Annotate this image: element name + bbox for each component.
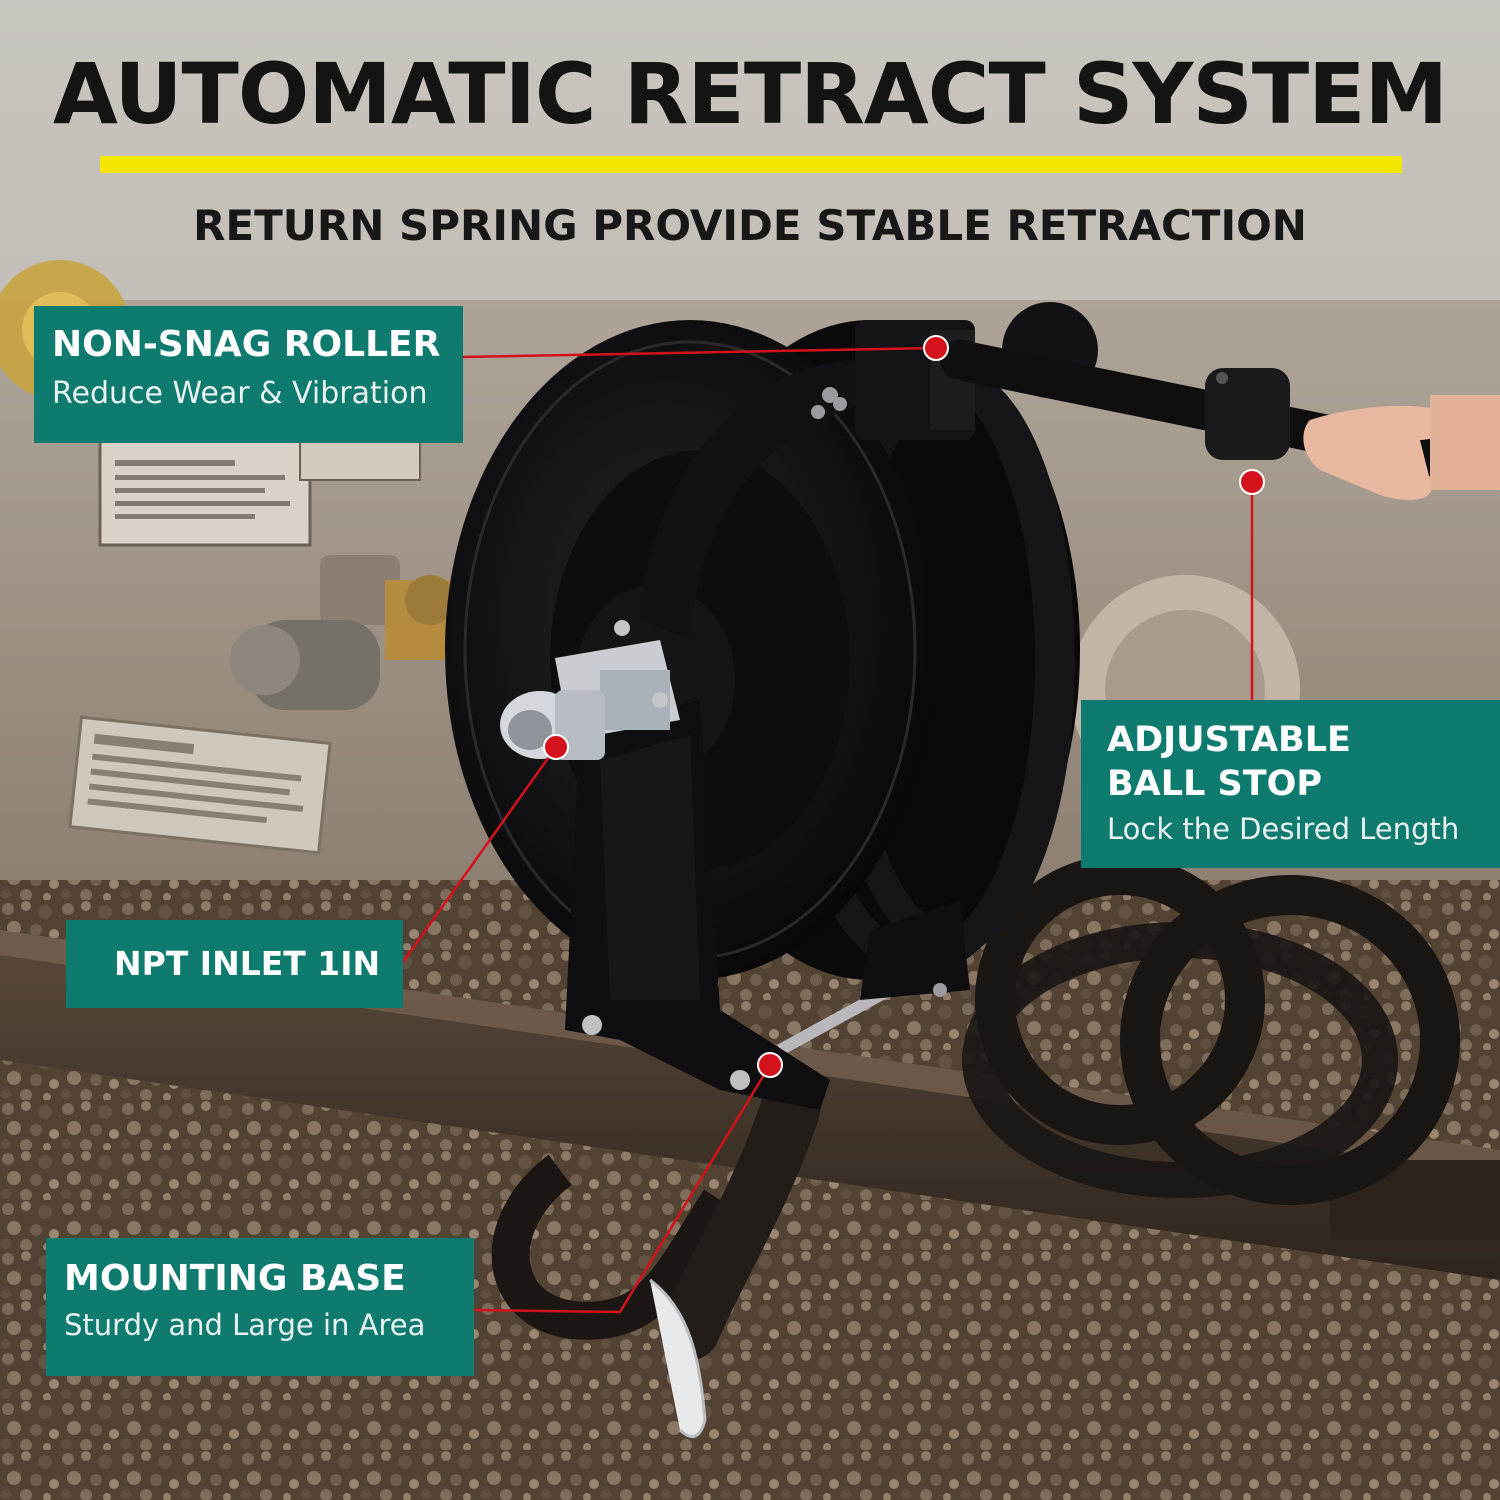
callout-description: Reduce Wear & Vibration [52, 376, 428, 412]
callout-mounting-base: MOUNTING BASE Sturdy and Large in Area [46, 1238, 474, 1376]
callout-heading-line2: BALL STOP [1107, 764, 1323, 805]
page-subtitle: RETURN SPRING PROVIDE STABLE RETRACTION [193, 201, 1307, 250]
page-title: AUTOMATIC RETRACT SYSTEM [52, 45, 1448, 143]
callout-description: Sturdy and Large in Area [64, 1308, 426, 1343]
callout-npt-inlet: NPT INLET 1IN [66, 920, 403, 1008]
callout-heading: MOUNTING BASE [64, 1258, 406, 1299]
callout-heading: NPT INLET 1IN [114, 944, 381, 983]
callout-non-snag-roller: NON-SNAG ROLLER Reduce Wear & Vibration [34, 306, 463, 443]
callout-description: Lock the Desired Length [1107, 811, 1460, 846]
title-underline [100, 156, 1402, 173]
callout-adjustable-ball-stop: ADJUSTABLE BALL STOP Lock the Desired Le… [1081, 700, 1500, 868]
callout-heading: NON-SNAG ROLLER [52, 324, 441, 365]
callout-heading-line1: ADJUSTABLE [1107, 720, 1351, 760]
